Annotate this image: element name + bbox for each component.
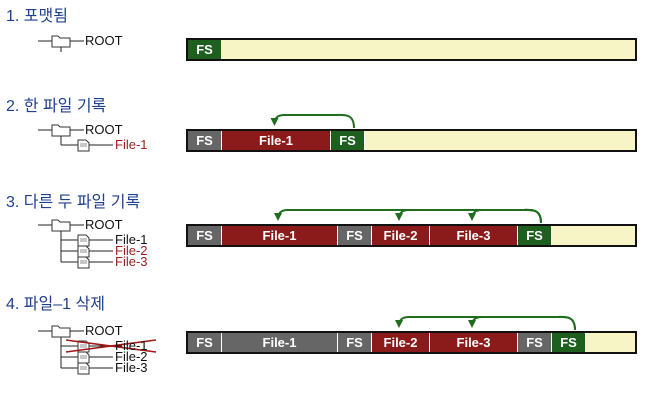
fs-segment: FS bbox=[518, 333, 552, 352]
step-title: 3. 다른 두 파일 기록 bbox=[6, 194, 141, 211]
root-label: ROOT bbox=[85, 323, 123, 338]
file-icon bbox=[77, 351, 90, 364]
fs-segment: FS bbox=[188, 131, 222, 150]
pointer-arrow bbox=[468, 208, 542, 224]
root-label: ROOT bbox=[85, 217, 123, 232]
file-label: File-2 bbox=[115, 349, 148, 364]
fs-segment: FS bbox=[338, 226, 372, 245]
disk-bar: FS bbox=[186, 38, 637, 61]
fs-segment-current: FS bbox=[188, 40, 222, 59]
step-title: 4. 파일–1 삭제 bbox=[6, 296, 105, 313]
fs-segment-current: FS bbox=[331, 131, 365, 150]
folder-tree bbox=[38, 124, 113, 152]
pointer-arrow bbox=[270, 113, 355, 129]
file-label: File-1 bbox=[115, 338, 148, 353]
fs-segment: FS bbox=[338, 333, 372, 352]
file-segment: File-2 bbox=[372, 226, 430, 245]
file-icon bbox=[77, 362, 90, 375]
file-label: File-1 bbox=[115, 232, 148, 247]
root-label: ROOT bbox=[85, 122, 123, 137]
file-segment: File-1 bbox=[222, 226, 338, 245]
file-label: File-3 bbox=[115, 360, 148, 375]
fs-segment-current: FS bbox=[552, 333, 586, 352]
fs-segment-current: FS bbox=[518, 226, 552, 245]
folder-icon bbox=[51, 35, 71, 48]
fs-segment: FS bbox=[188, 226, 222, 245]
folder-icon bbox=[51, 325, 71, 338]
folder-tree bbox=[38, 325, 157, 375]
folder-tree bbox=[38, 35, 84, 52]
root-label: ROOT bbox=[85, 33, 123, 48]
folder-icon bbox=[51, 124, 71, 137]
pointer-arrow bbox=[395, 208, 542, 224]
file-label: File-1 bbox=[115, 137, 148, 152]
file-icon bbox=[77, 139, 90, 152]
step-title: 1. 포맷됨 bbox=[6, 8, 68, 25]
file-icon bbox=[77, 256, 90, 269]
file-icon bbox=[77, 245, 90, 258]
folder-tree bbox=[38, 219, 113, 269]
file-label: File-2 bbox=[115, 243, 148, 258]
pointer-arrow bbox=[274, 208, 542, 224]
pointer-arrow bbox=[395, 315, 576, 331]
step-title: 2. 한 파일 기록 bbox=[6, 98, 107, 115]
pointer-arrow bbox=[468, 315, 576, 331]
file-segment: File-2 bbox=[372, 333, 430, 352]
folder-icon bbox=[51, 219, 71, 232]
file-segment: File-1 bbox=[222, 131, 331, 150]
deleted-file-segment: File-1 bbox=[222, 333, 338, 352]
file-icon bbox=[77, 234, 90, 247]
file-label: File-3 bbox=[115, 254, 148, 269]
file-segment: File-3 bbox=[430, 333, 518, 352]
file-segment: File-3 bbox=[430, 226, 518, 245]
fs-segment: FS bbox=[188, 333, 222, 352]
